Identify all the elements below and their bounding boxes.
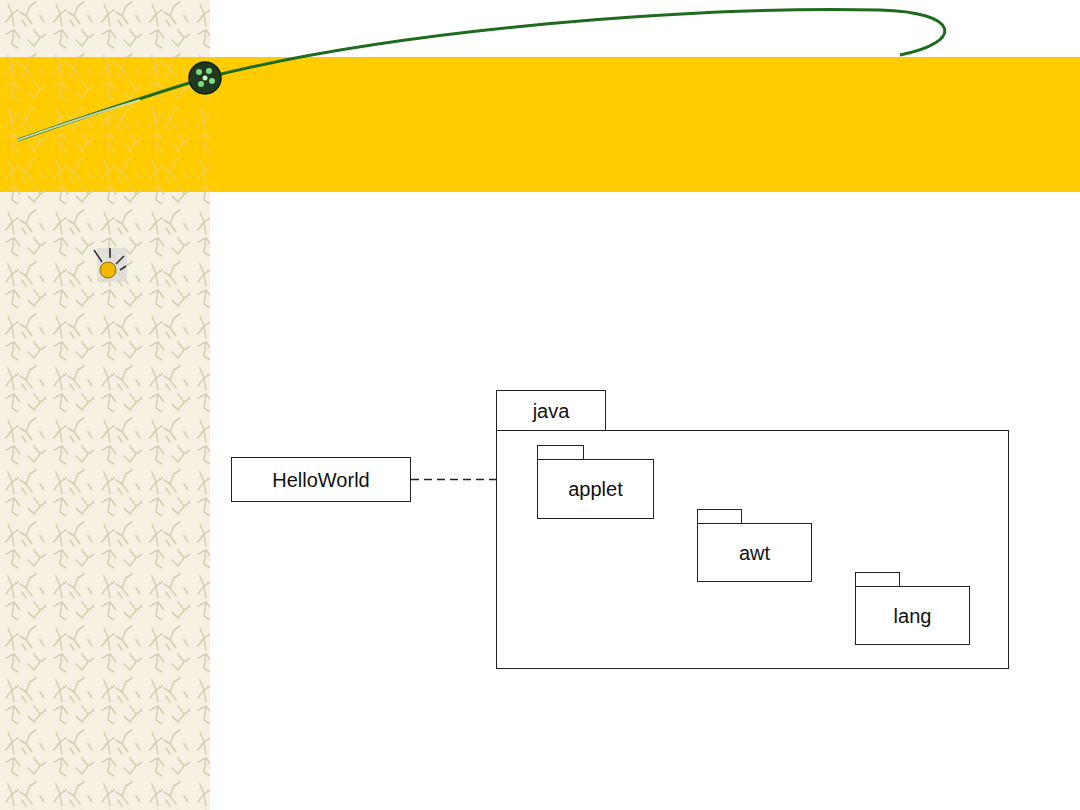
side-strip <box>0 0 210 810</box>
package-node: awt <box>697 509 812 582</box>
package-node: applet <box>537 445 654 519</box>
package-name: applet <box>568 478 623 500</box>
swoosh-highlight <box>18 100 140 140</box>
title-band <box>0 57 1080 192</box>
package-body: lang <box>855 586 970 645</box>
package-name: lang <box>894 605 932 627</box>
package-body: awt <box>697 523 812 582</box>
bullet-icon <box>94 248 127 282</box>
band-texture <box>0 57 210 192</box>
package-name: java <box>533 400 570 422</box>
class-name: HelloWorld <box>272 469 369 491</box>
figure-texture <box>0 0 210 810</box>
package-node: lang <box>855 572 970 645</box>
package-node: java applet awt lang <box>496 390 1009 669</box>
swoosh-line <box>18 10 945 140</box>
class-box: HelloWorld <box>231 457 411 502</box>
package-body: applet <box>537 459 654 519</box>
swoosh-knot <box>189 62 221 94</box>
package-name: awt <box>739 542 770 564</box>
package-tab: java <box>496 390 606 432</box>
